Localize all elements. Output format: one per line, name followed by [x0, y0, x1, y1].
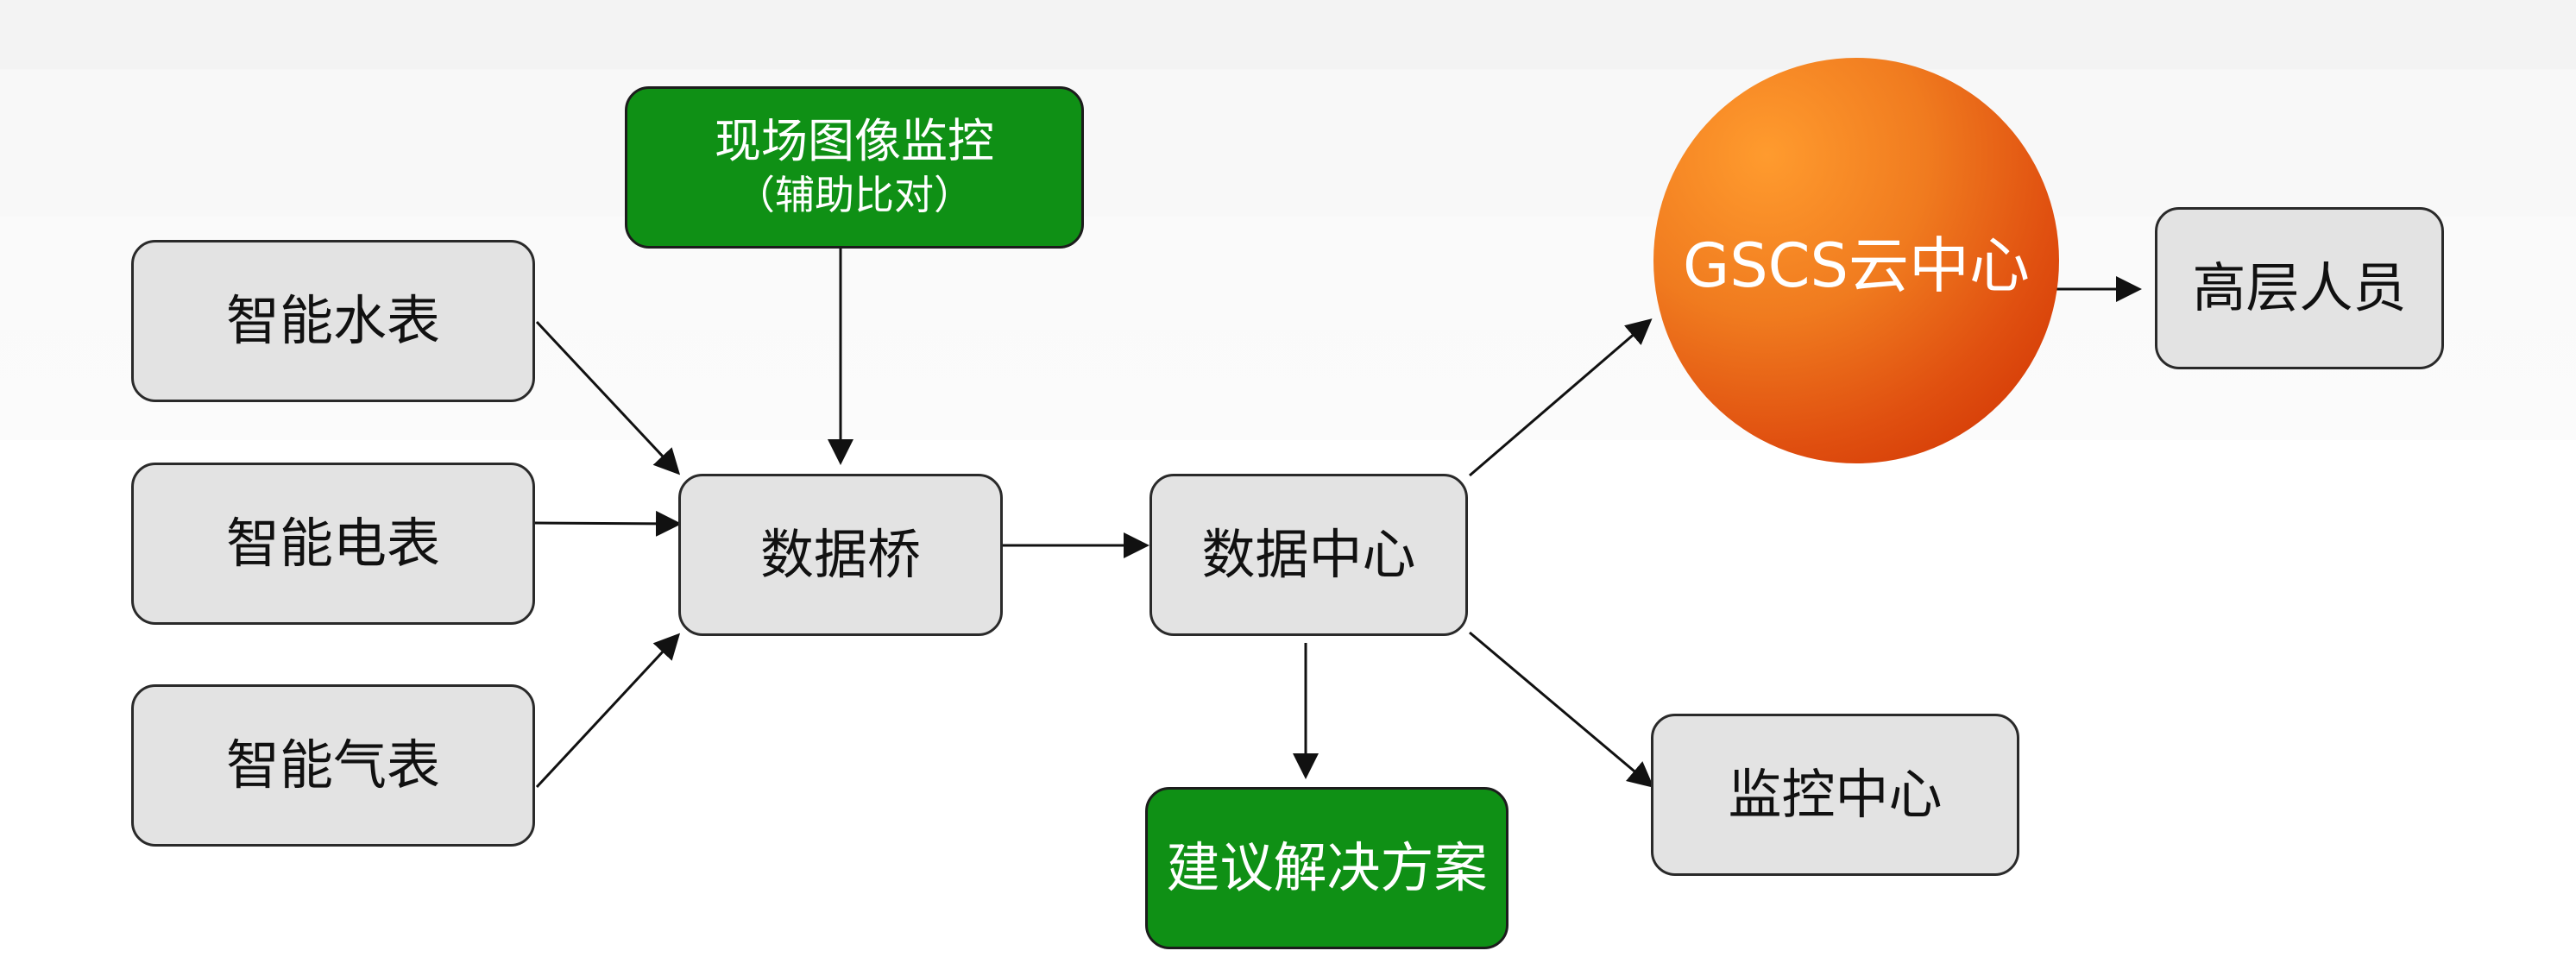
arrow-datacenter-to-monitoring: [1469, 631, 1654, 788]
data-bridge-node: 数据桥: [678, 474, 1003, 636]
image-monitoring-title: 现场图像监控: [715, 114, 994, 169]
monitoring-center-node: 监控中心: [1651, 714, 2019, 876]
smart-water-meter-node: 智能水表: [131, 240, 535, 402]
executives-node: 高层人员: [2155, 207, 2444, 369]
suggested-solutions-node: 建议解决方案: [1145, 787, 1508, 949]
image-monitoring-node: 现场图像监控 （辅助比对）: [625, 86, 1084, 249]
data-center-node: 数据中心: [1149, 474, 1468, 636]
image-monitoring-subtitle: （辅助比对）: [735, 172, 973, 219]
gscs-cloud-center-node: GSCS云中心: [1653, 58, 2059, 463]
arrow-electric-to-bridge: [534, 510, 682, 537]
arrow-datacenter-to-cloud: [1469, 318, 1653, 477]
arrow-water-to-bridge: [535, 320, 681, 475]
smart-gas-meter-node: 智能气表: [131, 684, 535, 847]
smart-electric-meter-node: 智能电表: [131, 463, 535, 625]
arrow-gas-to-bridge: [535, 633, 681, 789]
